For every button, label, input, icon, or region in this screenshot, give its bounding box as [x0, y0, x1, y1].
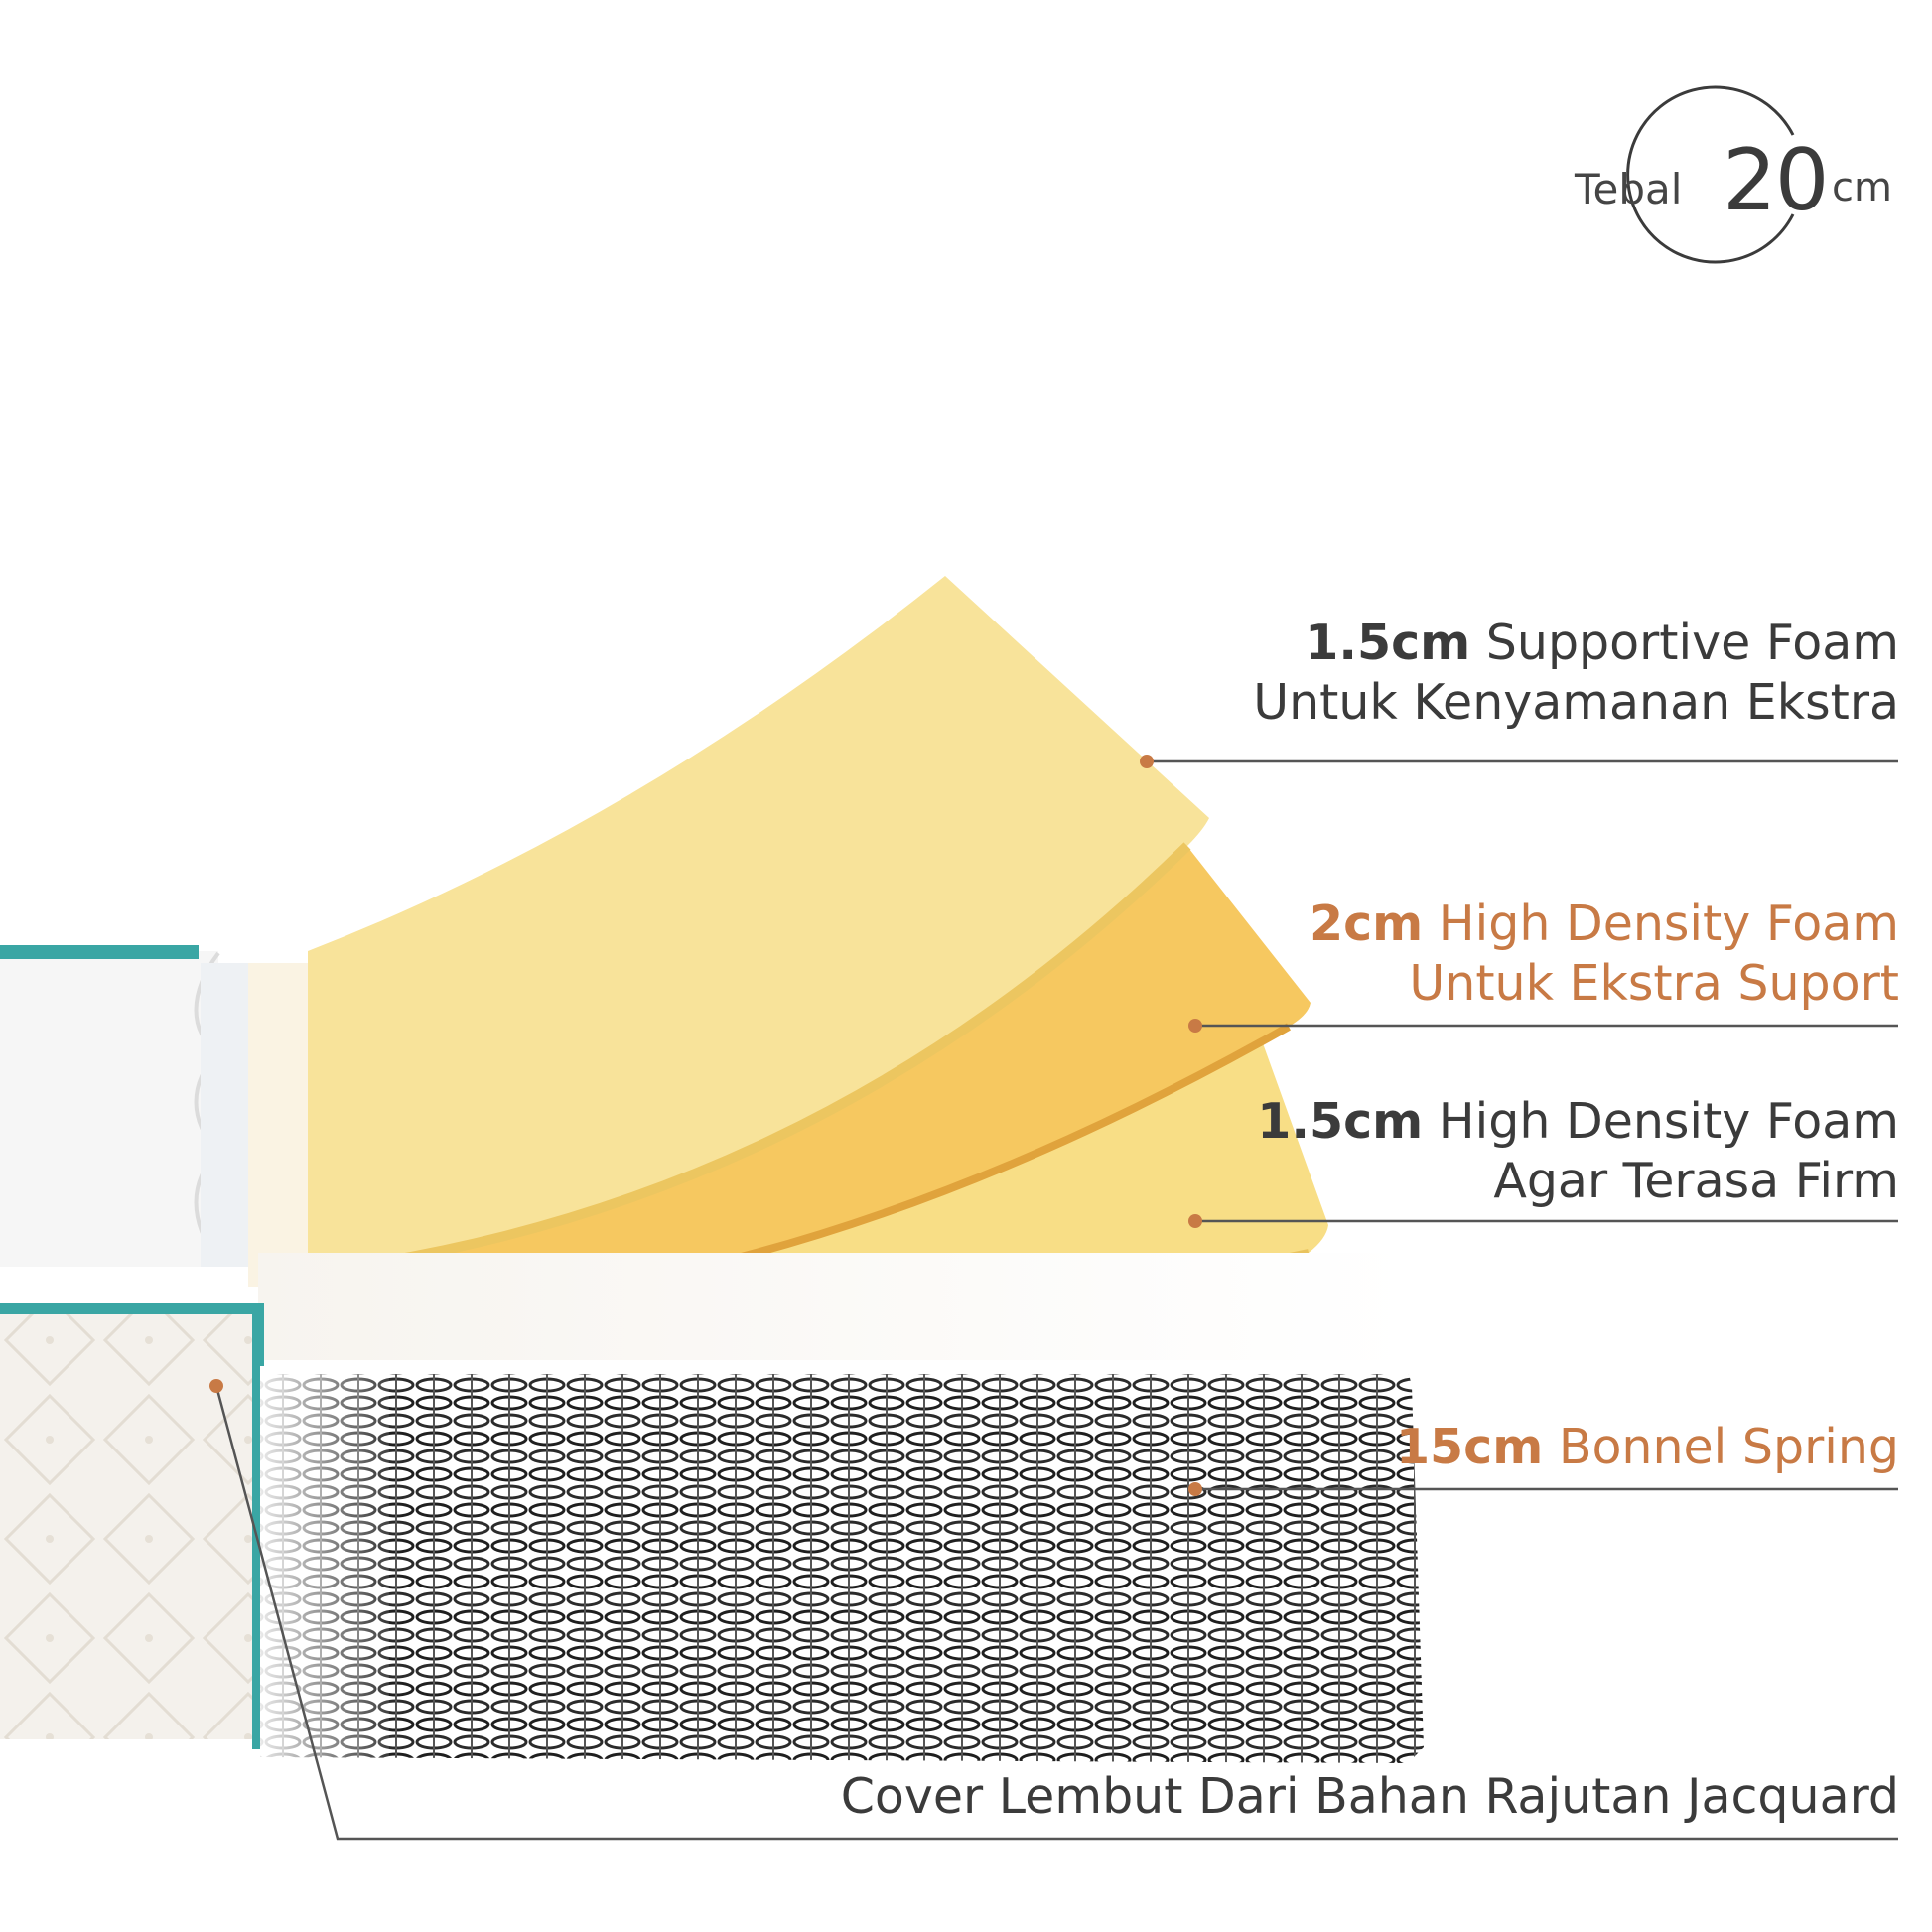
layer-thickness: 1.5cm — [1305, 615, 1471, 671]
foam-sheet-top — [308, 576, 1209, 1273]
layer-description: Untuk Kenyamanan Ekstra — [1253, 674, 1899, 731]
layer-thickness: 15cm — [1395, 1419, 1544, 1475]
thickness-value: 20 — [1723, 131, 1829, 230]
layer-thickness: 2cm — [1309, 896, 1424, 952]
layer-title: Supportive Foam — [1485, 615, 1899, 671]
thickness-badge: Tebal 20 cm — [1549, 99, 1906, 248]
label-supportive-foam: 1.5cm Supportive Foam Untuk Kenyamanan E… — [1253, 614, 1899, 733]
label-jacquard-cover: Cover Lembut Dari Bahan Rajutan Jacquard — [841, 1767, 1899, 1827]
base-white-layer — [258, 1253, 1410, 1360]
layer-title: High Density Foam — [1438, 896, 1899, 952]
layer-description: Untuk Ekstra Suport — [1409, 955, 1899, 1012]
layer-description: Agar Terasa Firm — [1493, 1153, 1899, 1209]
bottom-teal-trim-top — [0, 1303, 260, 1314]
label-high-density-foam-1-5cm: 1.5cm High Density Foam Agar Terasa Firm — [1257, 1092, 1899, 1211]
badge-circle-icon — [1626, 85, 1795, 264]
layer-title: Cover Lembut Dari Bahan Rajutan Jacquard — [840, 1768, 1899, 1825]
bonnel-spring-unit — [260, 1370, 1424, 1763]
leader-dots — [209, 755, 1202, 1496]
layer-title: Bonnel Spring — [1558, 1419, 1899, 1475]
foam-sheet-middle — [367, 849, 1311, 1309]
label-bonnel-spring: 15cm Bonnel Spring — [1396, 1418, 1899, 1477]
top-cover-scallops — [194, 951, 222, 1263]
top-teal-trim — [0, 945, 199, 959]
label-high-density-foam-2cm: 2cm High Density Foam Untuk Ekstra Supor… — [1310, 895, 1899, 1014]
quilted-side-panel — [0, 1314, 260, 1739]
layer-title: High Density Foam — [1438, 1093, 1899, 1150]
top-cover-knit — [0, 951, 218, 1267]
thickness-unit: cm — [1832, 165, 1892, 210]
thickness-word: Tebal — [1575, 165, 1683, 213]
leader-lines — [214, 759, 1898, 1841]
layer-thickness: 1.5cm — [1257, 1093, 1424, 1150]
